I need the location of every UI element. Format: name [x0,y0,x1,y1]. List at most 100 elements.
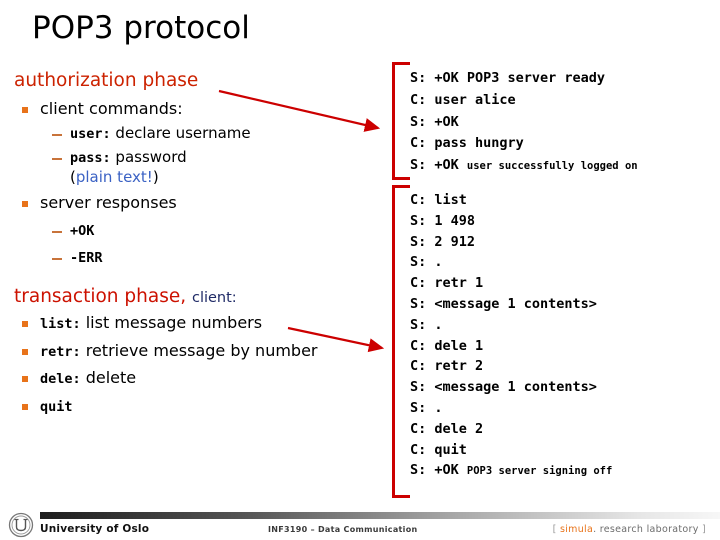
transcript-line-main: S: <message 1 contents> [410,295,597,312]
simula-brand: simula [559,524,594,535]
slide-body-left: authorization phase client commands: use… [14,70,384,415]
list-item-err-response: -ERR [14,250,384,266]
square-bullet-icon [22,403,28,410]
slide-footer: University of Oslo INF3190 – Data Commun… [0,506,720,540]
transcript-line: C: list [410,190,712,211]
plain-text-note: (plain text!) [14,167,384,186]
transcript-line-main: S: 2 912 [410,233,476,250]
dash-bullet-icon [52,133,62,136]
transcript-line-main: S: 1 498 [410,212,476,229]
transcript-line-main: C: retr 2 [410,358,484,375]
transcript-line: C: dele 2 [410,419,712,440]
transcript-line: S: +OK POP3 server signing off [410,460,712,482]
transcript-line: C: dele 1 [410,336,712,357]
transcript-line-main: S: <message 1 contents> [410,379,597,396]
quit-command-keyword: quit [40,398,73,415]
square-bullet-icon [22,200,28,207]
simula-rest: . research laboratory [593,524,699,535]
pass-command-keyword: pass: [70,150,111,166]
list-item-retr-command: retr: retrieve message by number [14,340,384,360]
square-bullet-icon [22,376,28,382]
transcript-line-main: S: . [410,254,443,271]
ok-response-code: +OK [70,222,95,239]
transcript-line: C: quit [410,440,712,461]
bracket-authorization-icon [392,62,410,180]
transaction-transcript-block: C: list S: 1 498 S: 2 912 S: . C: retr 1… [392,185,712,498]
transcript-line: S: 2 912 [410,232,712,253]
transcript-line: S: <message 1 contents> [410,377,712,398]
retr-command-keyword: retr: [40,343,81,360]
transcript-line: S: +OK POP3 server ready [410,68,712,90]
square-bullet-icon [22,348,28,355]
transaction-phase-label: transaction phase, [14,285,187,307]
note-close-paren: ) [152,167,159,186]
uio-seal-icon [8,512,34,538]
transcript-line-main: S: . [410,399,443,416]
list-item-dele-command: dele: delete [14,370,384,387]
list-item-ok-response: +OK [14,223,384,239]
transcript-line: S: <message 1 contents> [410,294,712,315]
transcript-line: C: retr 2 [410,356,712,377]
dash-bullet-icon [52,158,62,160]
simula-close-bracket: ] [698,524,706,535]
user-command-desc: declare username [115,123,251,142]
list-item-list-command: list: list message numbers [14,315,384,332]
list-item-quit-command: quit [14,398,384,415]
authorization-transcript-block: S: +OK POP3 server ready C: user alice S… [392,62,712,180]
transcript-line-main: S: +OK POP3 server ready [410,70,606,86]
transcript-line-main: C: user alice [410,91,516,108]
list-command-keyword: list: [40,316,81,332]
transaction-phase-subject: client: [191,289,237,306]
university-name: University of Oslo [40,523,150,535]
bracket-transaction-icon [392,185,410,498]
square-bullet-icon [22,106,28,113]
dele-command-keyword: dele: [40,371,81,387]
user-command-keyword: user: [70,125,111,142]
transcript-line-main: S: . [410,316,443,333]
list-item-pass-command: pass: password [14,150,384,166]
list-item-user-command: user: declare username [14,123,384,142]
transcript-line-main: C: retr 1 [410,275,484,292]
transcript-line: C: retr 1 [410,273,712,294]
server-responses-label: server responses [40,192,177,212]
simula-open-bracket: [ [552,524,560,535]
transcript-line: S: +OK user successfully logged on [410,155,712,177]
list-command-desc: list message numbers [85,313,263,332]
transcript-line: C: user alice [410,90,712,112]
course-label: INF3190 – Data Communication [268,525,418,534]
note-open-paren: ( [70,167,76,186]
transcript-line-small: user successfully logged on [466,160,638,173]
transcript-line-main: C: dele 1 [410,337,484,354]
transcript-line: S: . [410,252,712,273]
pass-command-desc: password [115,148,187,166]
authorization-phase-heading: authorization phase [14,70,199,91]
transcript-line-main: C: dele 2 [410,420,484,437]
transcript-line-main: C: list [410,192,467,208]
transcript-line: S: +OK [410,112,712,134]
page-title: POP3 protocol [32,10,250,46]
transcript-line-main: C: pass hungry [410,135,524,152]
dash-bullet-icon [52,258,62,260]
transaction-phase-heading: transaction phase, client: [14,285,384,307]
transcript-line-main: S: +OK [410,113,459,130]
list-item-client-commands: client commands: [14,98,384,118]
retr-command-desc: retrieve message by number [85,340,318,360]
transcript-panel: S: +OK POP3 server ready C: user alice S… [392,62,712,498]
transcript-line: S: . [410,398,712,419]
transcript-line-main: C: quit [410,441,467,458]
transcript-line-main: S: +OK [410,462,467,479]
dash-bullet-icon [52,230,62,233]
transcript-line-main: S: +OK [410,157,467,174]
footer-divider [40,512,720,519]
note-text: plain text! [75,167,153,186]
list-item-server-responses: server responses [14,192,384,212]
dele-command-desc: delete [85,368,137,387]
square-bullet-icon [22,321,28,327]
transcript-line: C: pass hungry [410,133,712,155]
transcript-line: S: . [410,315,712,336]
transcript-line: S: 1 498 [410,211,712,232]
simula-logo: [ simula. research laboratory ] [553,524,706,535]
transcript-line-small: POP3 server signing off [466,465,613,478]
client-commands-label: client commands: [40,98,183,118]
